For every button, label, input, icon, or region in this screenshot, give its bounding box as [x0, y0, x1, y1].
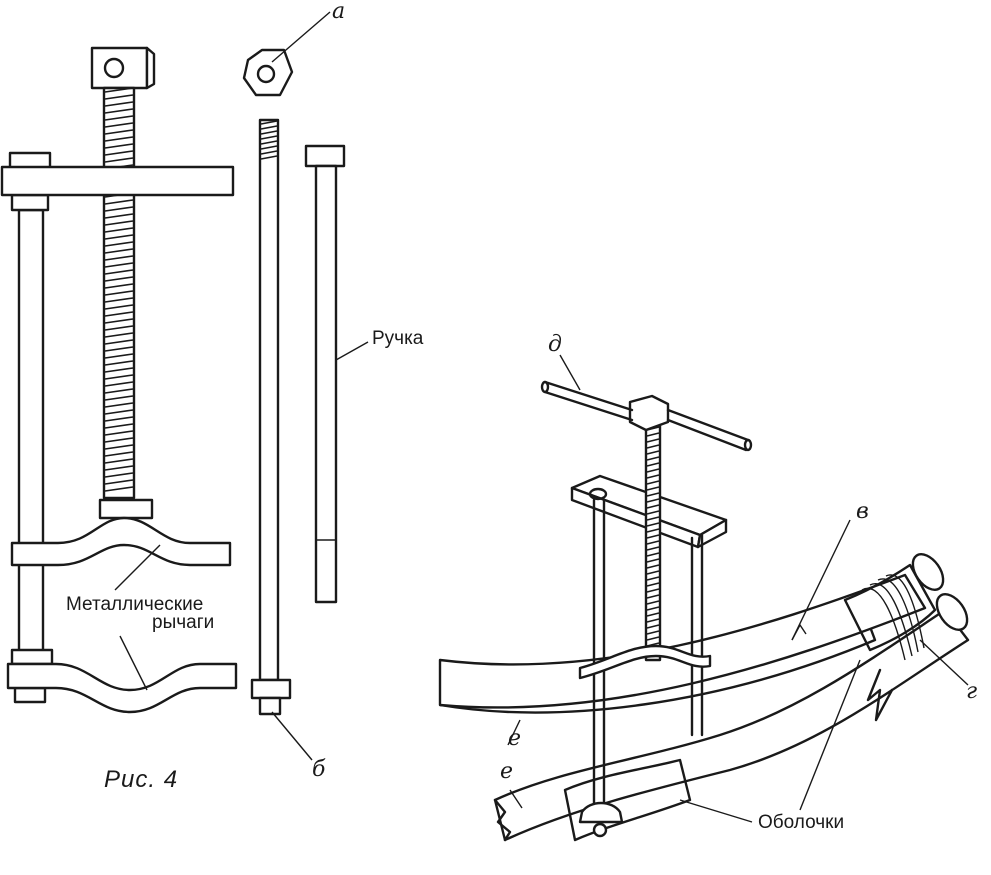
screw-head-nut [90, 46, 156, 90]
wire-binding [861, 574, 925, 722]
label-levers-line2: рычаги [152, 612, 215, 633]
label-levers-line1: Металлические [66, 594, 204, 615]
threaded-screw [102, 86, 136, 500]
label-sheaths: Оболочки [758, 812, 845, 833]
hex-nut [242, 11, 331, 97]
label-d: д [548, 332, 562, 357]
label-handle: Ручка [372, 328, 424, 349]
metal-lever-lower [6, 648, 238, 714]
label-v: в [856, 499, 869, 524]
top-crossbar [0, 165, 235, 197]
assembled-puller-on-cable [438, 354, 970, 842]
left-assembly [0, 46, 238, 714]
label-b: б [312, 757, 326, 782]
label-a: а [332, 0, 346, 24]
handle-rod [304, 144, 369, 604]
cable-e-lower [493, 608, 970, 842]
long-threaded-rod [250, 118, 313, 761]
label-e-upper: е [508, 726, 522, 751]
figure-caption: Рис. 4 [104, 766, 179, 793]
label-e-lower: е [500, 759, 514, 784]
guide-rod [8, 151, 52, 704]
metal-lever-upper [10, 498, 232, 567]
label-g: г [966, 679, 978, 704]
